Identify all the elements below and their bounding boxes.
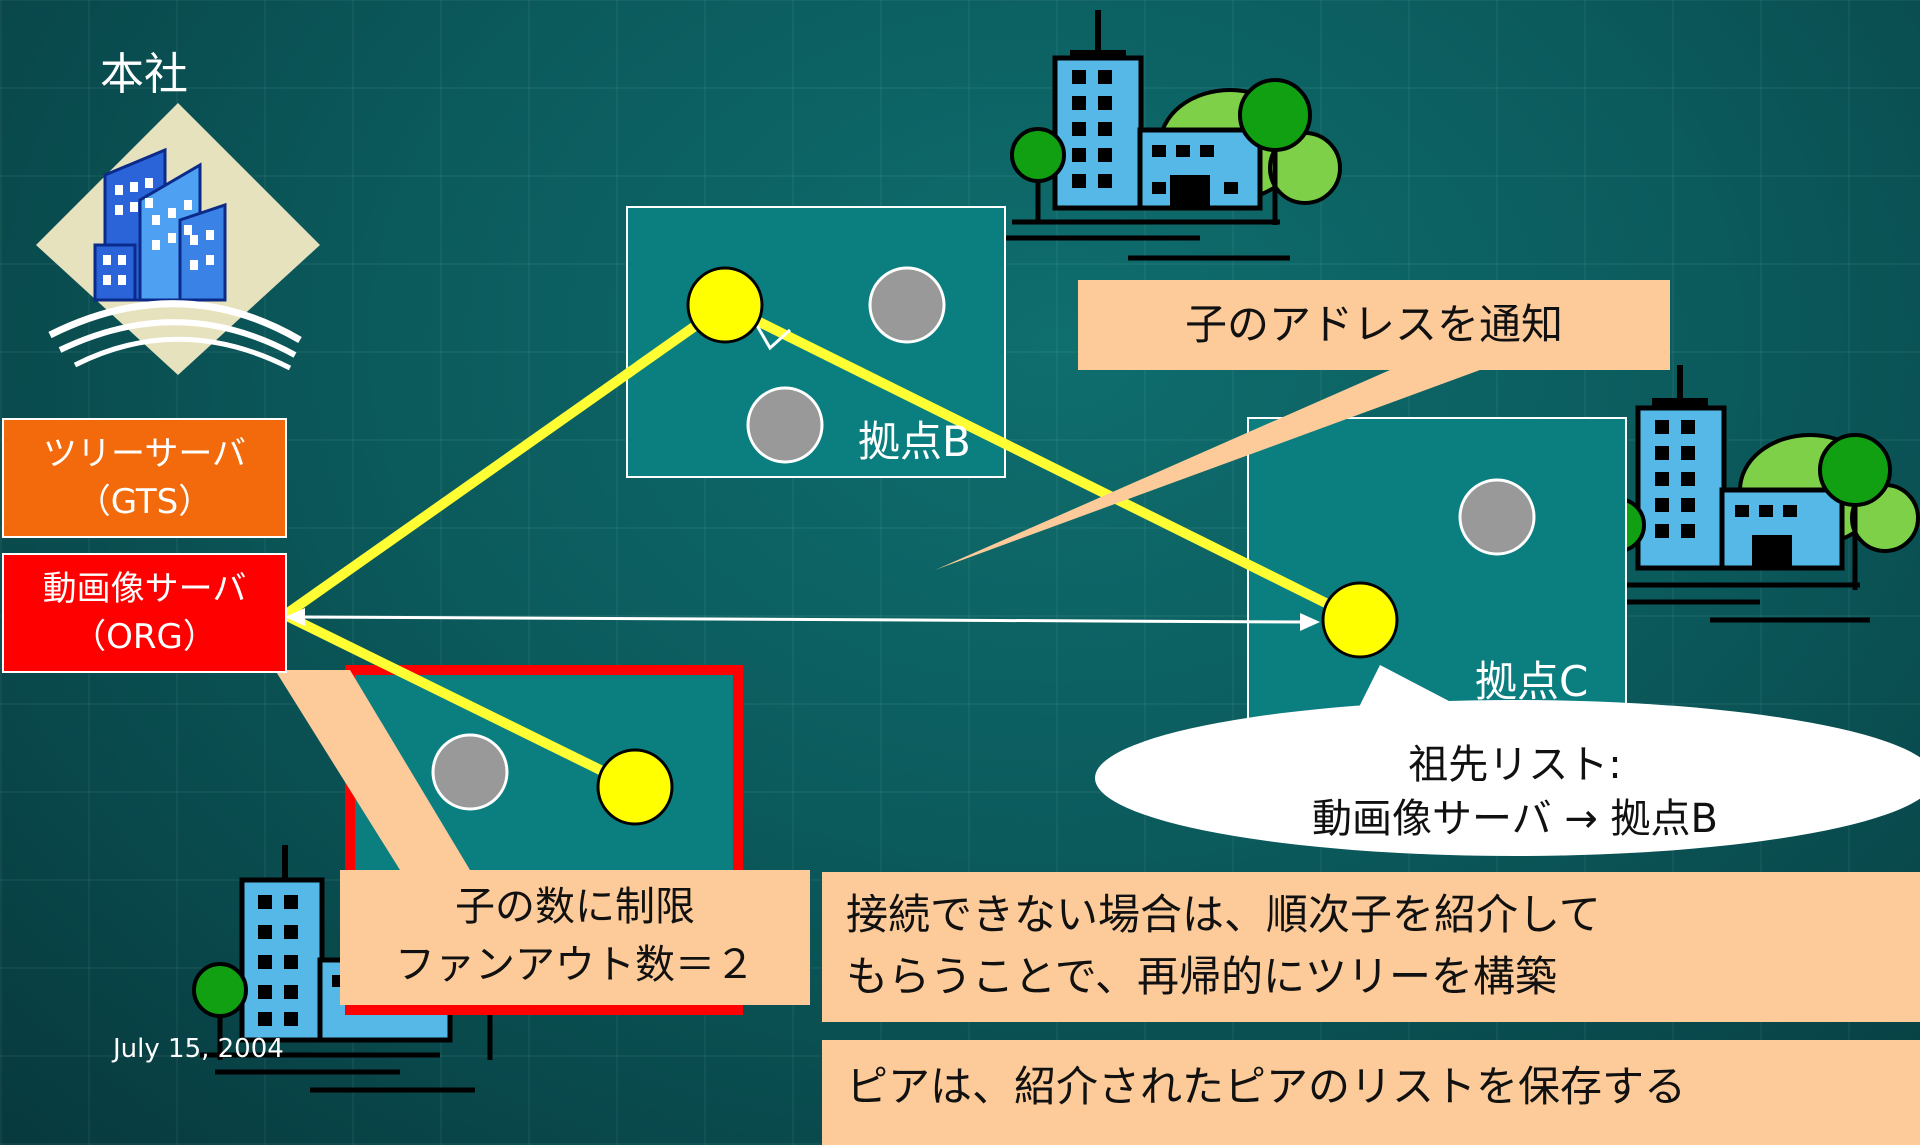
peer-idle-a1: [431, 733, 509, 811]
hq-building-icon: [36, 103, 320, 375]
link-b-to-c: [722, 300, 1363, 625]
notify-callout-text: 子のアドレスを通知: [1184, 300, 1563, 349]
peer-active-a: [596, 748, 674, 826]
site-c-label: 拠点C: [1475, 657, 1589, 706]
ancestor-callout-line1: 祖先リスト:: [1408, 742, 1622, 788]
reconnect-note-line1: 接続できない場合は、順次子を紹介して: [846, 890, 1601, 939]
video-server-label: 動画像サーバ: [42, 569, 247, 609]
tree-server-sublabel: （GTS）: [76, 482, 213, 522]
fanout-callout: 子の数に制限 ファンアウト数＝２: [340, 870, 810, 1005]
ancestor-callout-bubble: [1095, 700, 1920, 856]
notify-callout: 子のアドレスを通知: [1078, 280, 1670, 370]
save-note-text: ピアは、紹介されたピアのリストを保存する: [846, 1062, 1687, 1111]
fanout-callout-line2: ファンアウト数＝２: [395, 942, 755, 988]
reconnect-note: 接続できない場合は、順次子を紹介して もらうことで、再帰的にツリーを構築: [822, 872, 1920, 1022]
tree-server-label: ツリーサーバ: [43, 434, 246, 474]
peer-active-c: [1321, 581, 1399, 659]
reconnect-note-line2: もらうことで、再帰的にツリーを構築: [846, 952, 1558, 1001]
fanout-callout-tail: [275, 670, 470, 870]
save-note: ピアは、紹介されたピアのリストを保存する: [822, 1040, 1920, 1145]
ancestor-callout-text: 祖先リスト: 動画像サーバ → 拠点B: [1215, 738, 1815, 846]
hq-label: 本社: [100, 49, 188, 100]
peer-active-b: [686, 266, 764, 344]
fanout-callout-line1: 子の数に制限: [455, 884, 695, 930]
peer-idle-b1: [868, 266, 946, 344]
notify-callout-tail: [935, 370, 1480, 570]
video-server-sublabel: （ORG）: [72, 617, 217, 657]
footer-date: July 15, 2004: [113, 1034, 284, 1064]
ancestor-callout-line2: 動画像サーバ → 拠点B: [1312, 796, 1718, 842]
link-org-to-b: [282, 300, 728, 620]
tree-server-box: ツリーサーバ （GTS）: [2, 418, 287, 538]
peer-idle-c1: [1458, 478, 1536, 556]
peer-idle-b2: [746, 386, 824, 464]
site-b-label: 拠点B: [858, 417, 971, 466]
video-server-box: 動画像サーバ （ORG）: [2, 553, 287, 673]
site-b-building-icon: [1000, 10, 1342, 261]
arrowhead-icon: [753, 321, 792, 351]
link-org-to-a: [282, 610, 638, 792]
double-arrow-icon: [285, 608, 1320, 631]
